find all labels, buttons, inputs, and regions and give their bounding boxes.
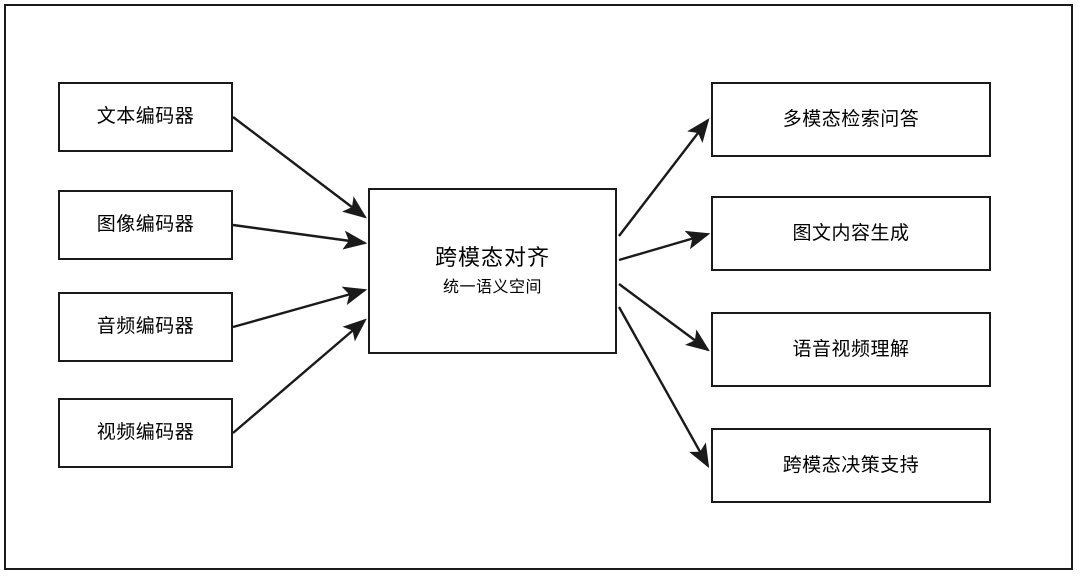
node-label: 文本编码器 [96,106,195,128]
node-label-primary: 跨模态对齐 [434,245,550,271]
node-text-encoder[interactable]: 文本编码器 [58,82,233,152]
node-cross-modal-decision[interactable]: 跨模态决策支持 [711,428,991,503]
node-video-encoder[interactable]: 视频编码器 [58,398,233,468]
node-label: 语音视频理解 [792,338,910,360]
node-multimodal-retrieval-qa[interactable]: 多模态检索问答 [711,82,991,157]
node-label-secondary: 统一语义空间 [442,278,542,296]
node-audio-encoder[interactable]: 音频编码器 [58,292,233,362]
node-label: 多模态检索问答 [782,108,920,130]
node-label: 跨模态决策支持 [782,454,920,476]
node-cross-modal-alignment[interactable]: 跨模态对齐统一语义空间 [368,188,617,354]
node-label: 音频编码器 [96,316,195,338]
node-image-encoder[interactable]: 图像编码器 [58,190,233,260]
node-label: 图文内容生成 [792,222,910,244]
node-label: 视频编码器 [96,422,195,444]
node-speech-video-understanding[interactable]: 语音视频理解 [711,312,991,387]
node-image-text-generation[interactable]: 图文内容生成 [711,196,991,271]
node-label: 图像编码器 [96,214,195,236]
